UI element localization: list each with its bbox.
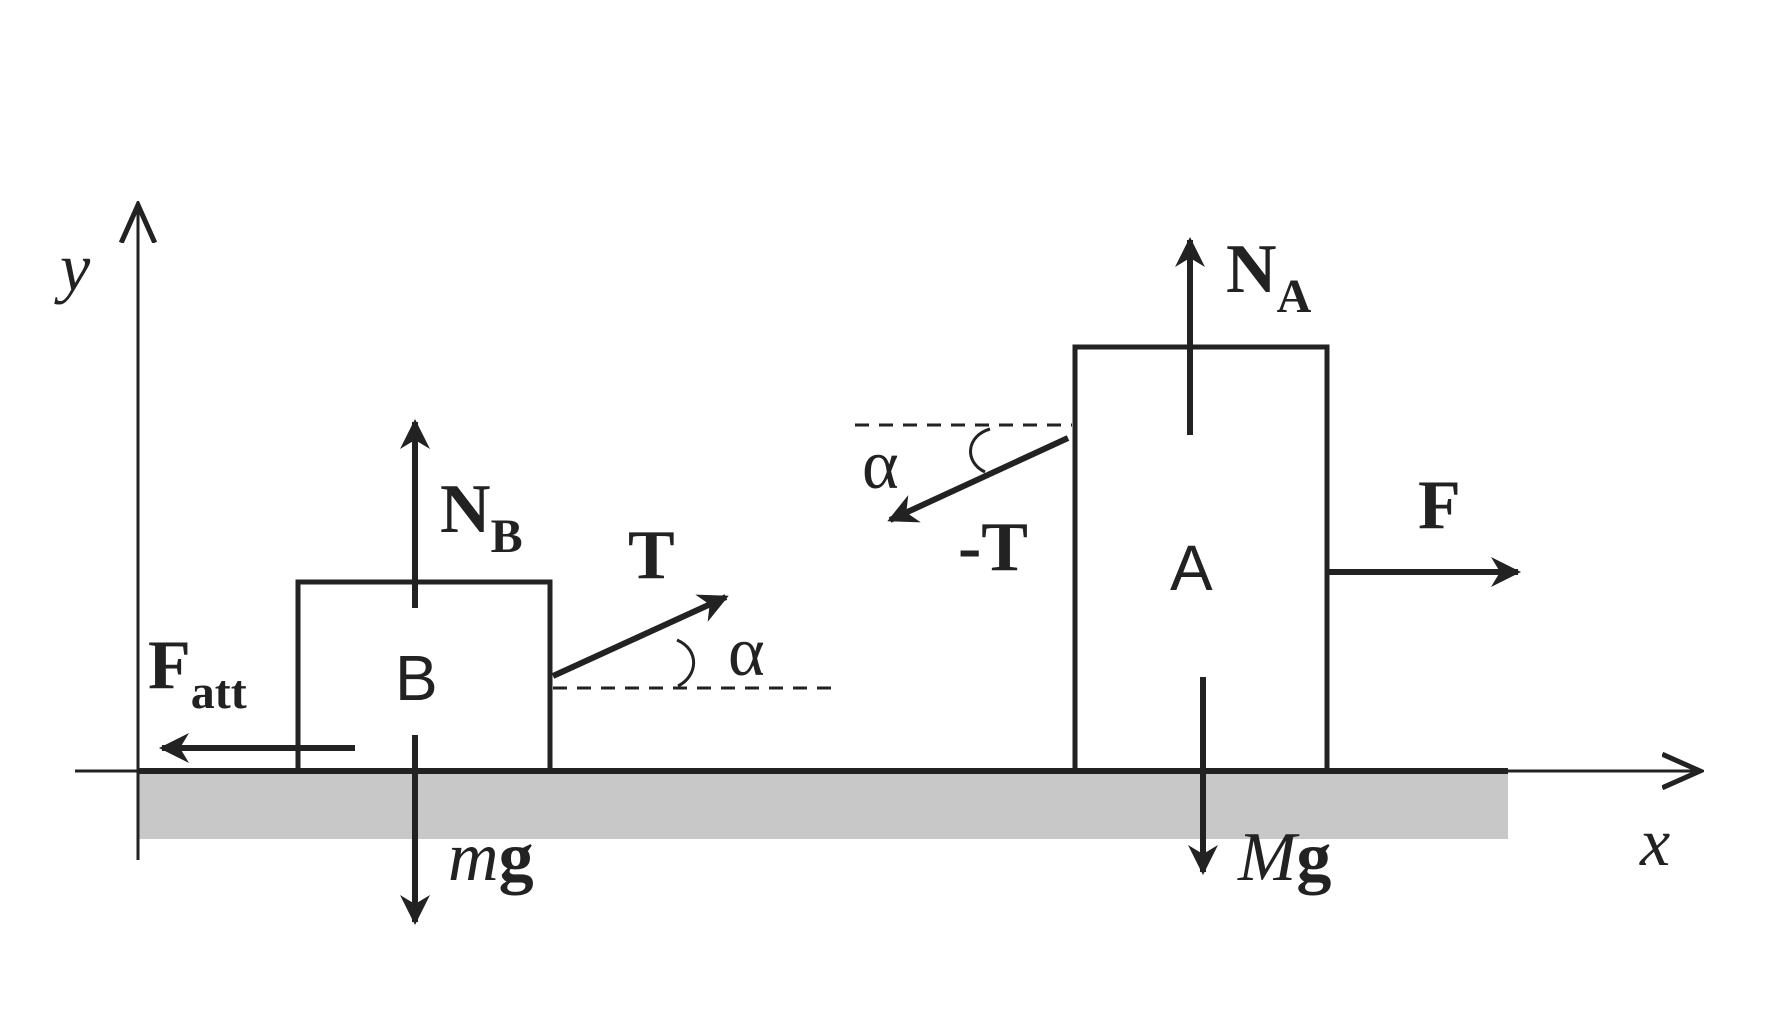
tension-a-arrow bbox=[887, 435, 1070, 523]
angle-b-label: α bbox=[728, 614, 765, 691]
weight-b-label: mg bbox=[448, 819, 534, 896]
applied-force-label: F bbox=[1418, 467, 1461, 544]
normal-force-a-label: NA bbox=[1226, 231, 1312, 323]
angle-a-arc bbox=[969, 427, 991, 474]
friction-force-label: Fatt bbox=[148, 627, 247, 719]
block-b: B NB mg Fatt T α bbox=[148, 419, 840, 925]
x-axis-label: x bbox=[1639, 804, 1670, 880]
tension-a-label: -T bbox=[958, 509, 1028, 586]
block-a-label: A bbox=[1170, 532, 1213, 604]
tension-b-label: T bbox=[628, 517, 675, 594]
angle-a-label: α bbox=[862, 427, 899, 504]
y-axis-label: y bbox=[54, 229, 91, 305]
ground-surface bbox=[138, 773, 1508, 839]
block-b-body bbox=[295, 579, 553, 774]
angle-b-arc bbox=[676, 638, 695, 688]
weight-a-label: Mg bbox=[1237, 819, 1331, 896]
tension-b-arrow bbox=[551, 594, 729, 679]
block-b-label: B bbox=[395, 642, 438, 714]
normal-force-b-label: NB bbox=[440, 471, 523, 563]
block-a: A NA Mg F -T α bbox=[855, 231, 1521, 896]
